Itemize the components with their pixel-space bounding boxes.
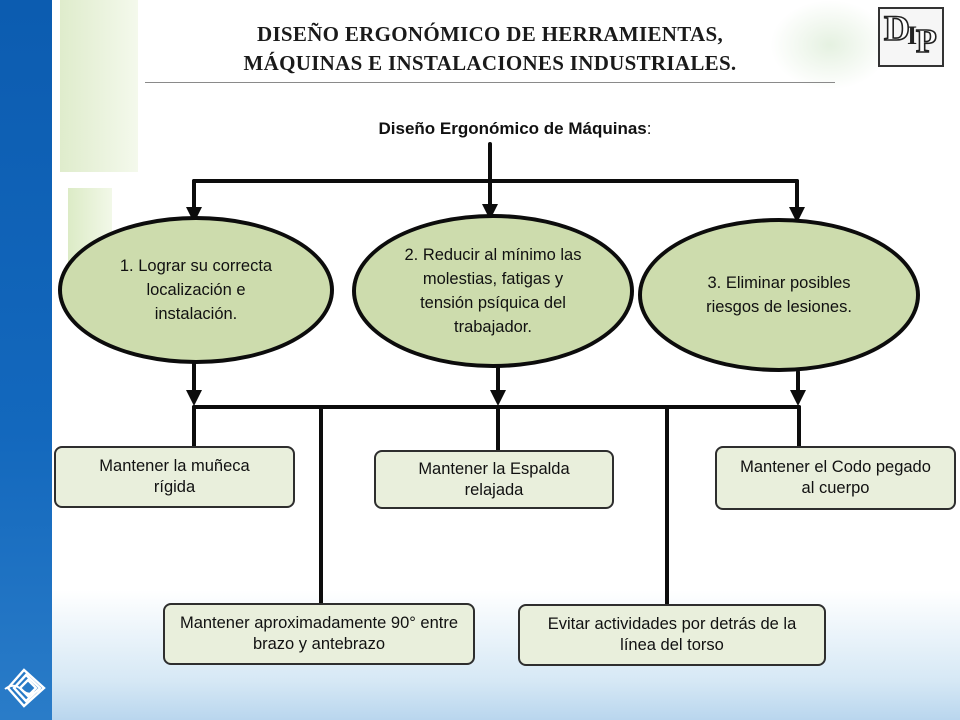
recommendation-back-text: Mantener la Espalda relajada — [418, 459, 570, 499]
diagram-title-text: Diseño Ergonómico de Máquinas — [378, 119, 647, 138]
recommendation-torso: Evitar actividades por detrás de la líne… — [518, 604, 826, 666]
dip-logo: D I P — [878, 7, 944, 67]
diagram-title: Diseño Ergonómico de Máquinas: — [250, 119, 780, 139]
page-title-line-1: DISEÑO ERGONÓMICO DE HERRAMIENTAS, — [256, 22, 724, 46]
page-title: DISEÑO ERGONÓMICO DE HERRAMIENTAS, MÁQUI… — [150, 20, 830, 78]
logo-letter-d: D — [883, 7, 911, 49]
objective-1-text: 1. Lograr su correcta localización e ins… — [119, 257, 273, 323]
logo-letter-p: P — [915, 22, 937, 61]
recommendation-back: Mantener la Espalda relajada — [374, 450, 614, 509]
recommendation-wrist: Mantener la muñeca rígida — [54, 446, 295, 508]
recommendation-elbow: Mantener el Codo pegado al cuerpo — [715, 446, 956, 510]
objective-2: 2. Reducir al mínimo las molestias, fati… — [352, 214, 634, 368]
objective-3: 3. Eliminar posibles riesgos de lesiones… — [638, 218, 920, 372]
recommendation-arm-angle: Mantener aproximadamente 90° entre brazo… — [163, 603, 475, 665]
objective-1: 1. Lograr su correcta localización e ins… — [58, 216, 334, 364]
recommendation-elbow-text: Mantener el Codo pegado al cuerpo — [740, 458, 931, 497]
left-decorative-bar — [0, 0, 52, 720]
recommendation-torso-text: Evitar actividades por detrás de la líne… — [547, 615, 797, 654]
logo-letter-i: I — [907, 21, 918, 50]
recommendation-arm-angle-text: Mantener aproximadamente 90° entre brazo… — [179, 614, 459, 653]
page-title-line-2: MÁQUINAS E INSTALACIONES INDUSTRIALES. — [243, 51, 737, 75]
objective-2-text: 2. Reducir al mínimo las molestias, fati… — [404, 246, 582, 336]
diagram-title-colon: : — [646, 119, 652, 138]
decorative-green-block — [60, 0, 138, 172]
header-divider — [145, 82, 835, 83]
wave-logo-icon — [4, 662, 50, 717]
decorative-glow — [770, 0, 890, 90]
recommendation-wrist-text: Mantener la muñeca rígida — [99, 457, 250, 496]
objective-3-text: 3. Eliminar posibles riesgos de lesiones… — [706, 274, 852, 316]
